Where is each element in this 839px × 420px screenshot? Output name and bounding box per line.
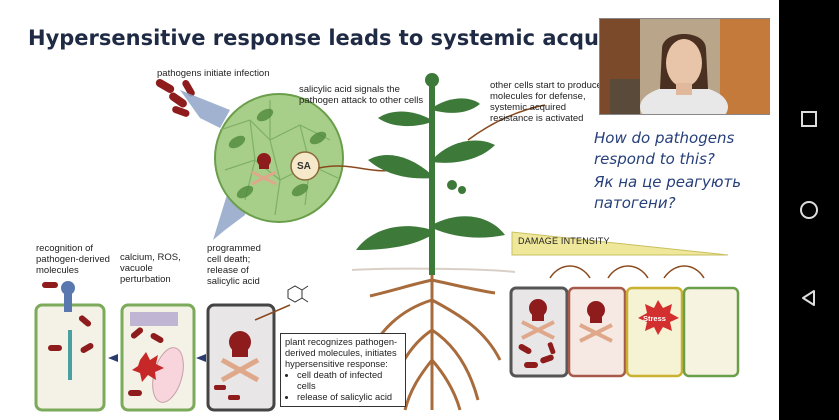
back-button[interactable] — [779, 268, 839, 328]
question-uk-line1: Як на це реагують — [594, 173, 742, 191]
damage-intensity-wedge — [511, 231, 729, 256]
label-other-cells: other cells start to produce molecules f… — [490, 80, 602, 124]
ros-burst-icon — [132, 352, 164, 382]
back-icon — [802, 290, 815, 306]
sa-badge — [290, 151, 320, 181]
stress-burst-icon — [638, 300, 679, 335]
presenter-video-icon — [600, 19, 769, 114]
label-programmed: programmed cell death; release of salicy… — [207, 243, 261, 287]
callout-intro: plant recognizes pathogen-derived molecu… — [285, 337, 398, 369]
home-icon — [800, 201, 818, 219]
pathogen-cluster-top — [155, 79, 195, 117]
label-pathogens-initiate: pathogens initiate infection — [157, 68, 270, 79]
hypersensitive-response-callout: plant recognizes pathogen-derived molecu… — [280, 333, 406, 407]
callout-item: release of salicylic acid — [297, 392, 401, 403]
question-en-line1: How do pathogens — [594, 129, 735, 147]
recent-apps-button[interactable] — [779, 89, 839, 149]
home-button[interactable] — [779, 180, 839, 240]
infection-arrow — [180, 90, 230, 128]
presenter-webcam[interactable] — [599, 18, 770, 115]
damage-intensity-label: DAMAGE INTENSITY — [518, 236, 610, 246]
receptor-icon — [61, 281, 75, 380]
cell-sequence — [34, 281, 309, 412]
label-recognition: recognition of pathogen-derived molecule… — [36, 243, 110, 276]
skull-icon-cell — [251, 153, 277, 186]
question-en-line2: respond to this? — [594, 150, 715, 168]
question-ukrainian: Як на це реагують патогени? — [594, 172, 741, 214]
question-uk-line2: патогени? — [594, 194, 676, 212]
label-salicylic-signal: salicylic acid signals the pathogen atta… — [299, 84, 424, 106]
sa-badge-label: SA — [297, 161, 311, 172]
callout-item: cell death of infected cells — [297, 370, 401, 392]
damage-cells — [509, 265, 740, 378]
stress-label: Stress — [643, 314, 666, 323]
systemic-arrow — [467, 104, 546, 141]
magnified-tissue — [214, 93, 344, 223]
presentation-slide: Hypersensitive response leads to systemi… — [0, 0, 779, 420]
recent-apps-icon — [801, 111, 817, 127]
system-navigation-bar — [779, 0, 839, 420]
label-calcium: calcium, ROS, vacuole perturbation — [120, 252, 181, 285]
skull-icon-dead-cell — [214, 331, 260, 400]
callout-list: cell death of infected cells release of … — [297, 370, 401, 403]
question-english: How do pathogens respond to this? — [594, 128, 734, 170]
slide-title: Hypersensitive response leads to systemi… — [28, 26, 678, 50]
diagram-illustration — [34, 73, 740, 412]
salicylic-acid-structure — [287, 285, 309, 303]
